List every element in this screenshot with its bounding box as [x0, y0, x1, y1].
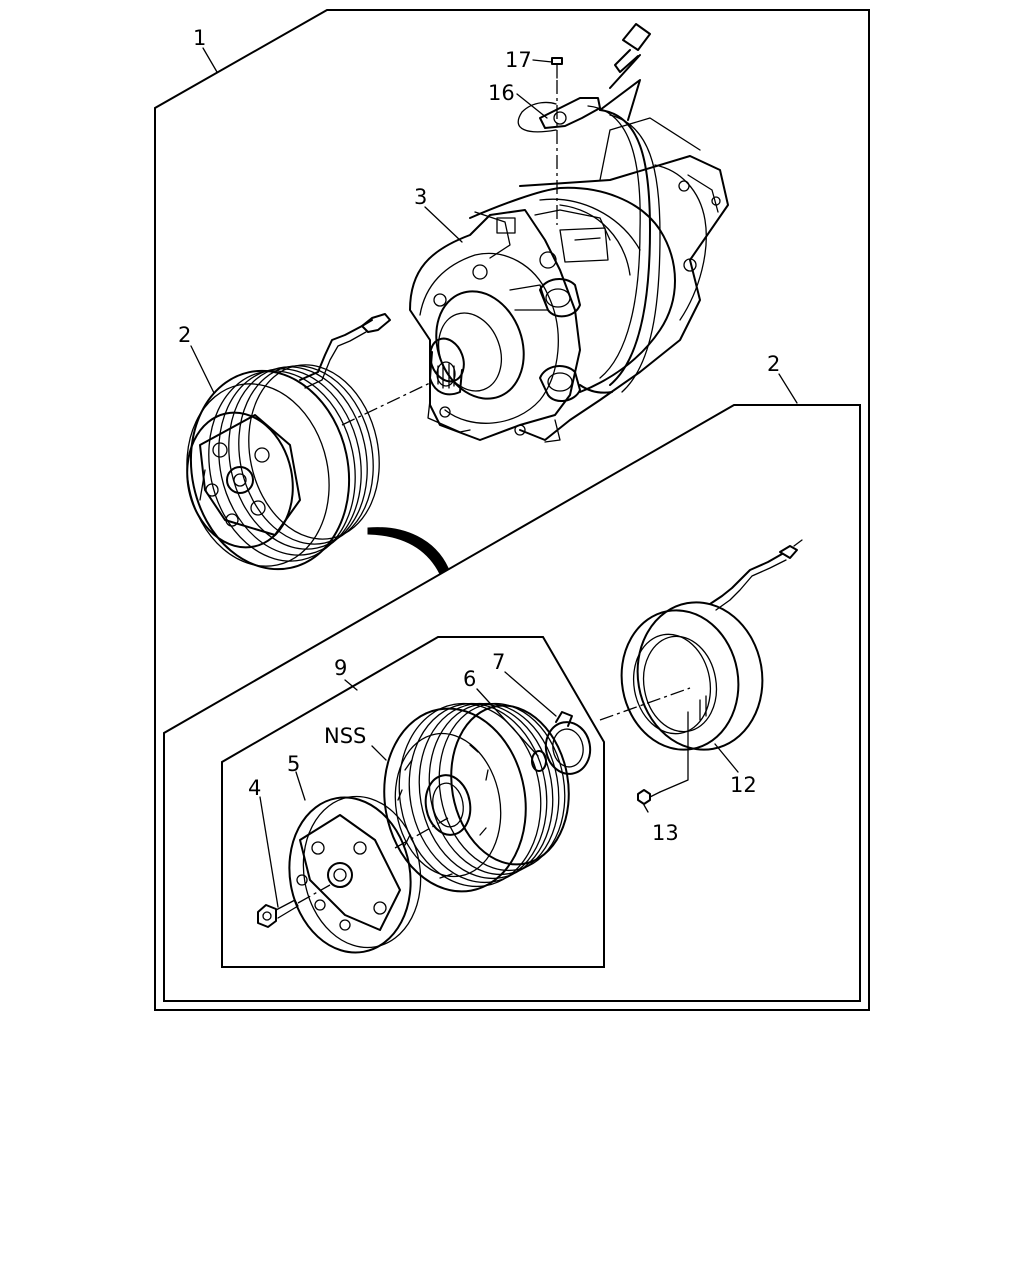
callout-labels: 1 2 3 17 16 2 9 6 7 NSS 5 4 12 13: [178, 26, 780, 845]
snap-ring: [544, 711, 592, 775]
magnetic-clutch-top: [186, 313, 391, 571]
callout-5: 5: [287, 752, 300, 776]
hub-bolt: [257, 899, 299, 928]
axis-clutch-top: [341, 381, 433, 426]
callout-17: 17: [505, 48, 532, 72]
callout-4: 4: [248, 776, 261, 800]
axis-coil: [599, 687, 691, 721]
pressure-switch: [517, 97, 601, 133]
armature-hub: [288, 795, 422, 954]
callout-7: 7: [492, 650, 505, 674]
callout-2-top: 2: [178, 323, 191, 347]
callout-12: 12: [730, 773, 757, 797]
callout-13: 13: [652, 821, 679, 845]
callout-9: 9: [334, 656, 347, 680]
axis-bolt: [297, 884, 331, 904]
detail-pointer-arrow: [367, 527, 449, 575]
field-coil: [620, 539, 803, 751]
compressor-body: [409, 23, 729, 443]
callout-2-inset: 2: [767, 352, 780, 376]
coil-screw: [637, 789, 661, 805]
callout-6: 6: [463, 667, 476, 691]
callout-1: 1: [193, 26, 206, 50]
leader-lines: [190, 47, 798, 908]
pulley-rotor: [383, 702, 570, 893]
clutch-subassembly-frame: [221, 636, 605, 968]
screw-leader: [659, 711, 689, 793]
callout-3: 3: [414, 185, 427, 209]
callout-16: 16: [488, 81, 515, 105]
callout-nss: NSS: [324, 724, 366, 748]
